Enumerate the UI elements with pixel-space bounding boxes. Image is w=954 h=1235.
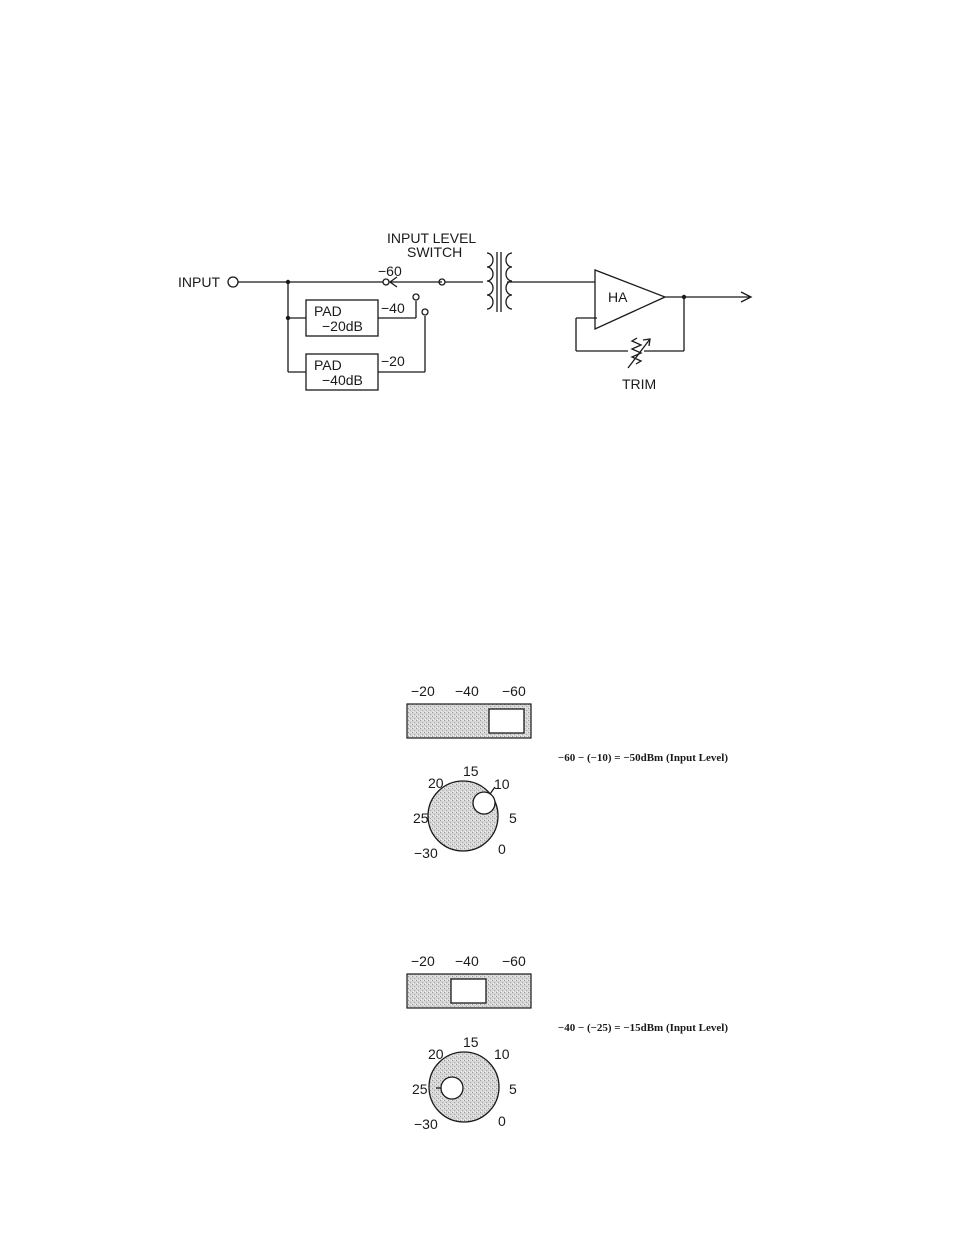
example-2: −20 −40 −60 −40 − (−25) = −15dBm (Input … [407, 953, 728, 1132]
circuit-diagram: INPUT PAD −20dB PAD −40dB −60 −40 −20 [178, 230, 751, 392]
pad2-name: PAD [314, 357, 342, 373]
dial-label: 5 [509, 810, 517, 826]
level-switch-knob-at-60[interactable] [489, 709, 524, 733]
switch-pos-60-label: −60 [378, 263, 402, 279]
amp-label: HA [608, 289, 628, 305]
switch-pos-40-label: −40 [381, 300, 405, 316]
pad1-name: PAD [314, 303, 342, 319]
switch-scale-label: −40 [455, 683, 479, 699]
trim-dial-pointer [473, 792, 495, 814]
switch-scale-label: −60 [502, 683, 526, 699]
dial-label: −30 [414, 1116, 438, 1132]
dial-label: 25 [413, 810, 429, 826]
trim-dial[interactable] [429, 1052, 499, 1122]
dial-label: 25 [412, 1081, 428, 1097]
level-equation: −40 − (−25) = −15dBm (Input Level) [558, 1022, 728, 1034]
dial-label: 0 [498, 841, 506, 857]
dial-label: 15 [463, 763, 479, 779]
dial-label: 10 [494, 776, 510, 792]
switch-scale-label: −40 [455, 953, 479, 969]
trim-dial[interactable] [428, 781, 498, 851]
switch-contact-40 [413, 294, 419, 300]
level-switch-knob-at-40[interactable] [451, 979, 486, 1003]
switch-scale-label: −20 [411, 683, 435, 699]
pad2-value: −40dB [322, 372, 363, 388]
dial-label: −30 [414, 845, 438, 861]
dial-label: 10 [494, 1046, 510, 1062]
pad1-value: −20dB [322, 318, 363, 334]
trim-label: TRIM [622, 376, 656, 392]
input-terminal [228, 277, 238, 287]
switch-contact-60 [383, 279, 389, 285]
dial-label: 0 [498, 1113, 506, 1129]
input-label: INPUT [178, 274, 220, 290]
switch-label-line2: SWITCH [407, 244, 462, 260]
trim-resistor-icon [628, 338, 650, 368]
example-1: −20 −40 −60 −60 − (−10) = −50dBm (Input … [407, 683, 728, 861]
switch-scale-label: −20 [411, 953, 435, 969]
switch-contact-20 [422, 309, 428, 315]
switch-pos-20-label: −20 [381, 353, 405, 369]
trim-dial-pointer [441, 1077, 463, 1099]
dial-label: 15 [463, 1034, 479, 1050]
switch-scale-label: −60 [502, 953, 526, 969]
dial-label: 5 [509, 1081, 517, 1097]
level-equation: −60 − (−10) = −50dBm (Input Level) [558, 752, 728, 764]
head-amp-triangle [595, 270, 665, 329]
